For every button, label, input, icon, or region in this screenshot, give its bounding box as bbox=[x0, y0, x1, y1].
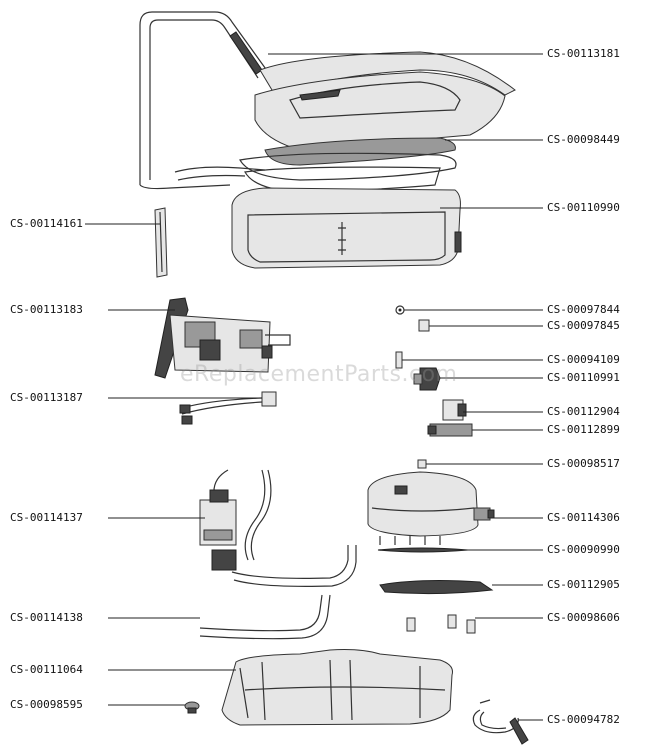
wire-connector-part bbox=[179, 391, 277, 425]
part-label-cs-00113181[interactable]: CS-00113181 bbox=[547, 47, 620, 60]
pump-assembly-part bbox=[154, 297, 291, 379]
part-label-cs-00114138[interactable]: CS-00114138 bbox=[10, 611, 83, 624]
part-label-cs-00114161[interactable]: CS-00114161 bbox=[10, 217, 83, 230]
part-label-cs-00098449[interactable]: CS-00098449 bbox=[547, 133, 620, 146]
part-label-cs-00113183[interactable]: CS-00113183 bbox=[10, 303, 83, 316]
small-parts-group bbox=[395, 305, 473, 469]
heating-plate-part bbox=[379, 580, 494, 595]
part-label-cs-00110991[interactable]: CS-00110991 bbox=[547, 371, 620, 384]
part-label-cs-00112899[interactable]: CS-00112899 bbox=[547, 423, 620, 436]
part-label-cs-00098606[interactable]: CS-00098606 bbox=[547, 611, 620, 624]
foot-part bbox=[184, 701, 200, 714]
iron-with-handle-part bbox=[139, 11, 516, 190]
caps-part bbox=[406, 614, 476, 634]
bracket-part bbox=[154, 207, 168, 278]
part-label-cs-00098595[interactable]: CS-00098595 bbox=[10, 698, 83, 711]
part-label-cs-00097844[interactable]: CS-00097844 bbox=[547, 303, 620, 316]
hose-part bbox=[199, 594, 331, 640]
part-label-cs-00114137[interactable]: CS-00114137 bbox=[10, 511, 83, 524]
gasket-part bbox=[377, 547, 469, 553]
part-label-cs-00111064[interactable]: CS-00111064 bbox=[10, 663, 83, 676]
part-label-cs-00114306[interactable]: CS-00114306 bbox=[547, 511, 620, 524]
bottom-housing-part bbox=[221, 649, 453, 726]
part-label-cs-00110990[interactable]: CS-00110990 bbox=[547, 201, 620, 214]
part-label-cs-00094782[interactable]: CS-00094782 bbox=[547, 713, 620, 726]
soleplate-part bbox=[239, 137, 457, 193]
power-cord-part bbox=[472, 699, 529, 745]
part-label-cs-00112905[interactable]: CS-00112905 bbox=[547, 578, 620, 591]
base-station-part bbox=[231, 187, 462, 269]
part-label-cs-00094109[interactable]: CS-00094109 bbox=[547, 353, 620, 366]
boiler-part bbox=[367, 471, 495, 545]
part-label-cs-00098517[interactable]: CS-00098517 bbox=[547, 457, 620, 470]
part-label-cs-00090990[interactable]: CS-00090990 bbox=[547, 543, 620, 556]
pump-tube-part bbox=[199, 469, 357, 587]
leader-lines bbox=[85, 53, 543, 721]
part-label-cs-00112904[interactable]: CS-00112904 bbox=[547, 405, 620, 418]
watermark-text: eReplacementParts.com bbox=[180, 362, 458, 387]
part-label-cs-00097845[interactable]: CS-00097845 bbox=[547, 319, 620, 332]
part-label-cs-00113187[interactable]: CS-00113187 bbox=[10, 391, 83, 404]
